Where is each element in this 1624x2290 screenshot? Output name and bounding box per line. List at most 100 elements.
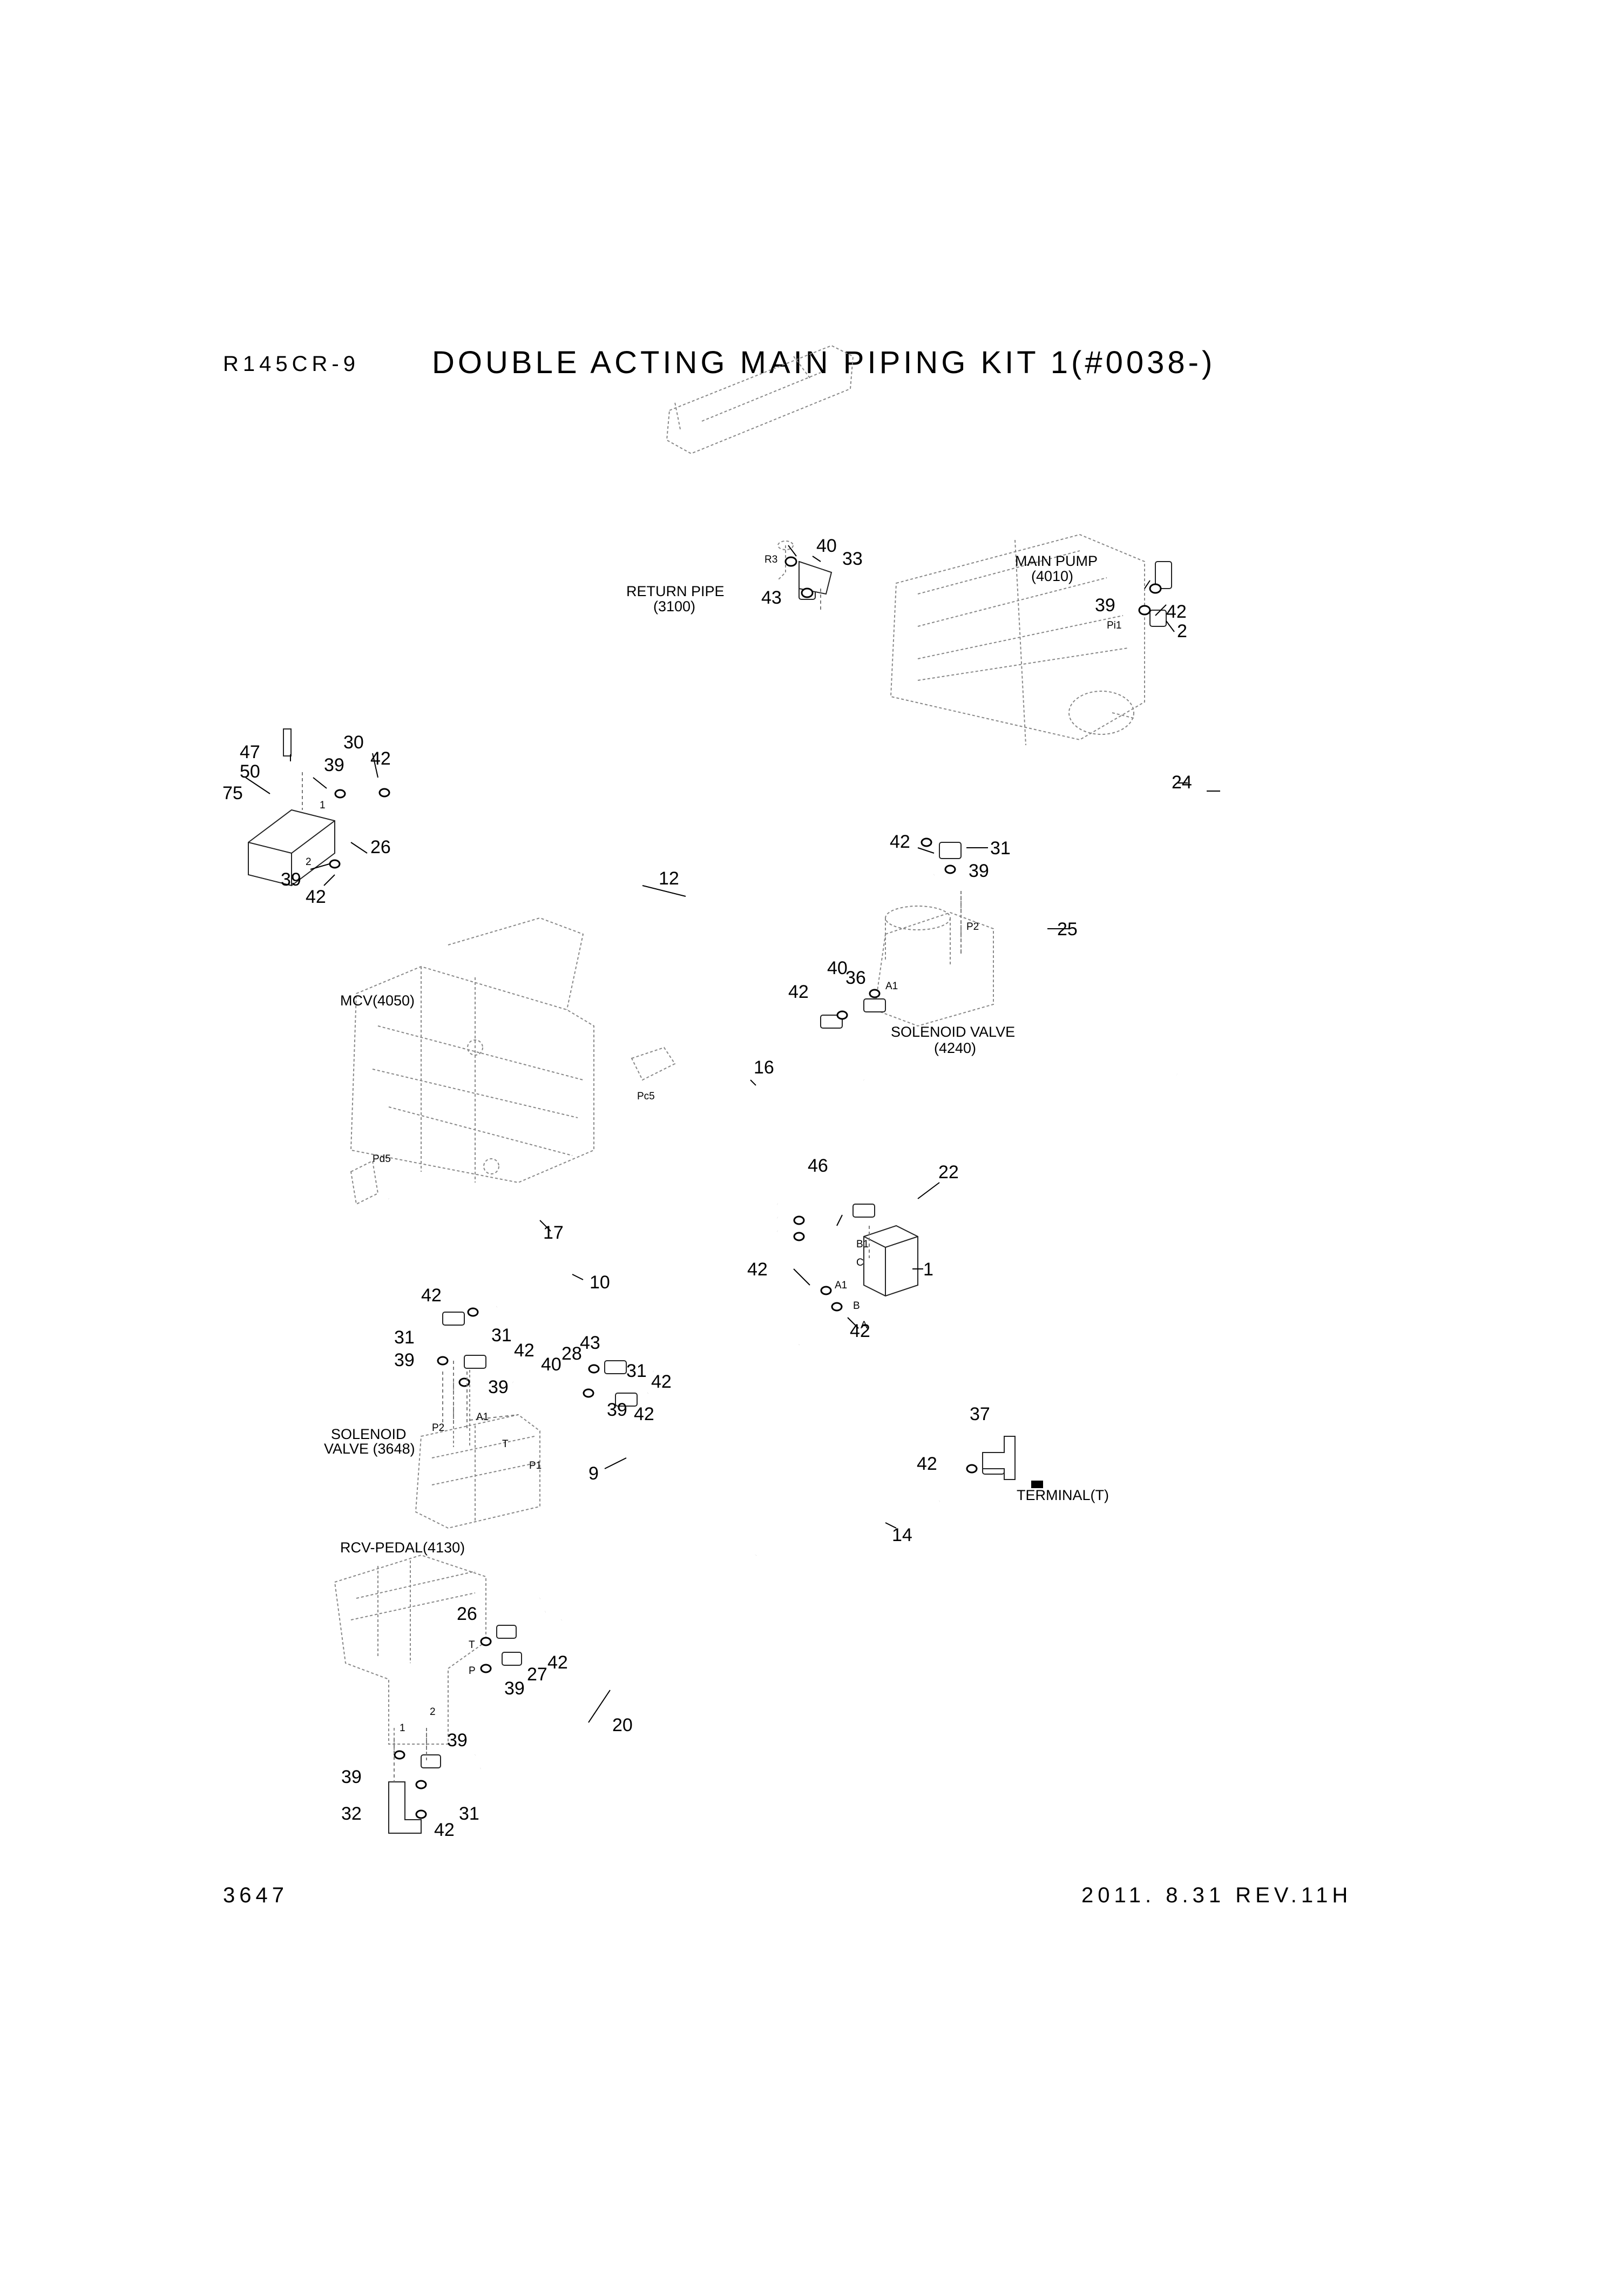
part-number: 42 [651, 1372, 672, 1392]
manifold-block-75 [248, 728, 335, 887]
leader-lines [245, 545, 1220, 1723]
part-number: 39 [394, 1350, 415, 1370]
part-number: 42 [890, 832, 910, 852]
port-label: B [853, 1300, 860, 1312]
part-number: 26 [457, 1604, 477, 1624]
part-number: 42 [747, 1259, 768, 1280]
part-number: 40 [827, 958, 848, 978]
part-number: 26 [370, 837, 391, 857]
part-number: 22 [938, 1162, 959, 1183]
solenoid-valve-3648-component [415, 1355, 540, 1529]
block-1 [863, 1225, 918, 1297]
part-number: 42 [788, 982, 809, 1002]
part-number: 42 [421, 1285, 442, 1306]
port-label: A1 [835, 1280, 847, 1291]
label-rcv-pedal: RCV-PEDAL(4130) [340, 1539, 465, 1556]
page-title: DOUBLE ACTING MAIN PIPING KIT 1(#0038-) [432, 345, 1216, 380]
part-number: 12 [659, 868, 679, 889]
part-number: 42 [306, 887, 326, 907]
part-number: 27 [527, 1664, 547, 1685]
part-number: 31 [626, 1361, 647, 1381]
part-number: 25 [1057, 919, 1078, 940]
port-label: Pd5 [373, 1153, 391, 1165]
part-number: 33 [842, 549, 863, 569]
hoses [388, 565, 1239, 1770]
mcv-component [350, 917, 676, 1205]
part-number: 36 [845, 968, 866, 988]
port-label: P [469, 1665, 476, 1677]
port-label: P2 [432, 1422, 444, 1434]
part-number: 39 [488, 1377, 509, 1397]
part-number: 1 [923, 1259, 933, 1280]
port-labels: R3 Pi1 1 2 P2 A1 Pc5 Pd5 B1 C A1 B A P2 … [306, 554, 1121, 1734]
label-mcv: MCV(4050) [340, 992, 415, 1009]
label-solenoid-valve-3648-line1: SOLENOID [331, 1426, 407, 1442]
part-number: 42 [370, 748, 391, 769]
part-number: 42 [917, 1454, 937, 1474]
rcv-pedal-component [334, 1554, 486, 1755]
port-label: R3 [764, 554, 777, 565]
port-label: 1 [320, 800, 326, 811]
part-number: 2 [1177, 621, 1187, 641]
part-number: 39 [341, 1767, 362, 1787]
part-number: 42 [1166, 602, 1187, 622]
part-number: 14 [892, 1525, 912, 1545]
part-number: 28 [561, 1343, 582, 1364]
label-solenoid-valve-3648-line2: VALVE (3648) [324, 1441, 415, 1457]
return-pipe-component [666, 344, 854, 581]
part-number: 37 [970, 1404, 990, 1424]
page-number: 3647 [223, 1883, 288, 1907]
port-label: 2 [306, 856, 312, 868]
part-number: 39 [607, 1400, 627, 1420]
part-number: 47 [240, 742, 260, 762]
revision-date: 2011. 8.31 REV.11H [1081, 1883, 1352, 1907]
port-label: A [861, 1320, 868, 1331]
part-number: 50 [240, 761, 260, 782]
part-number: 10 [590, 1272, 610, 1293]
o-rings [329, 556, 1162, 1819]
port-label: C [856, 1257, 864, 1268]
part-number: 42 [434, 1820, 455, 1840]
port-label: Pc5 [637, 1091, 655, 1102]
label-solenoid-valve-4240-code: (4240) [934, 1040, 976, 1056]
part-number: 20 [612, 1715, 633, 1735]
label-return-pipe: RETURN PIPE [626, 583, 725, 599]
part-number: 31 [459, 1803, 479, 1824]
part-number: 16 [754, 1057, 774, 1078]
port-label: Pi1 [1107, 620, 1121, 631]
part-number: 39 [447, 1730, 468, 1751]
solenoid-valve-4240-component [874, 891, 994, 1027]
part-number: 31 [491, 1325, 512, 1346]
label-main-pump: MAIN PUMP [1015, 553, 1098, 569]
port-label: T [469, 1639, 475, 1651]
part-number: 31 [990, 838, 1011, 859]
connection-lines [302, 589, 962, 1782]
part-number: 39 [281, 869, 301, 890]
port-label: B1 [856, 1239, 869, 1250]
label-terminal: TERMINAL(T) [1017, 1487, 1109, 1503]
part-number: 39 [324, 755, 344, 775]
part-number: 40 [541, 1354, 561, 1375]
main-pump-component [890, 533, 1145, 746]
part-number: 32 [341, 1803, 362, 1824]
port-label: P1 [529, 1460, 542, 1471]
part-number: 40 [816, 536, 837, 556]
part-number: 42 [634, 1404, 654, 1424]
port-label: A1 [476, 1411, 489, 1423]
part-number: 42 [850, 1321, 870, 1341]
part-number: 39 [504, 1678, 525, 1699]
part-number: 24 [1172, 772, 1192, 793]
label-main-pump-code: (4010) [1031, 568, 1073, 584]
port-label: P2 [966, 921, 979, 933]
port-label: T [502, 1438, 509, 1450]
part-number: 30 [343, 732, 364, 753]
part-number: 17 [543, 1222, 564, 1243]
terminal-fitting [982, 1436, 1043, 1488]
label-solenoid-valve-4240: SOLENOID VALVE [891, 1024, 1015, 1040]
part-number: 31 [394, 1327, 415, 1348]
part-number: 39 [969, 861, 989, 881]
part-number: 43 [761, 587, 782, 608]
part-number: 42 [514, 1340, 534, 1361]
part-number: 39 [1095, 595, 1115, 616]
